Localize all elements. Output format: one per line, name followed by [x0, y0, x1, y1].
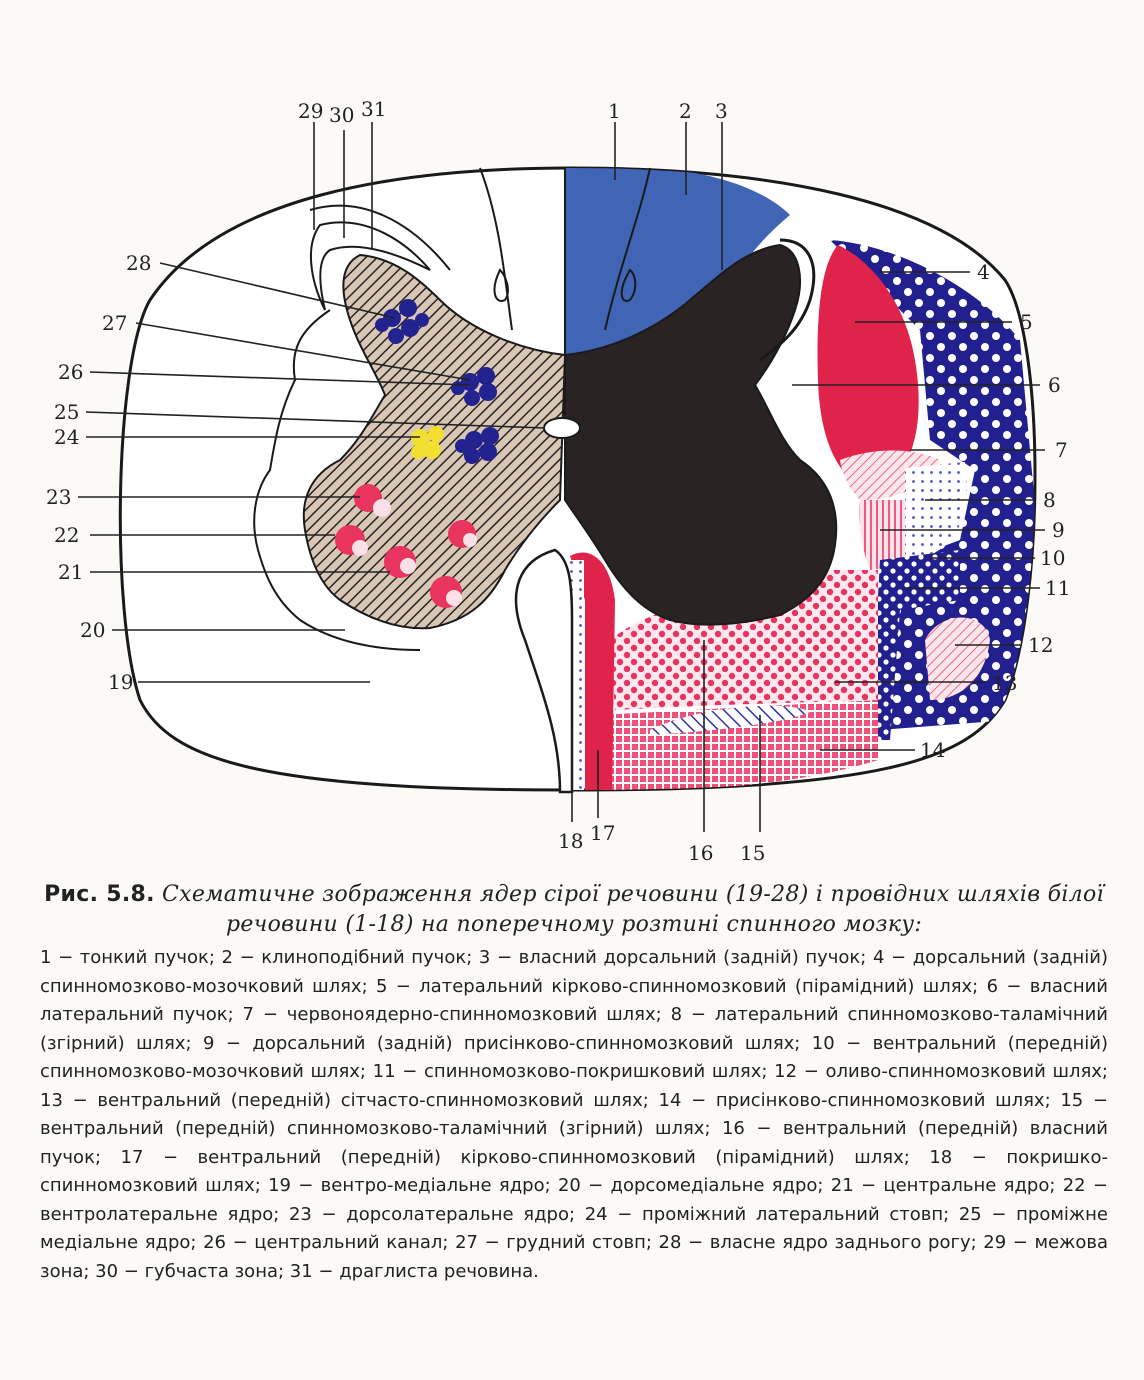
label-2: 2: [679, 99, 692, 123]
dorsomedial-nucleus: [448, 520, 477, 548]
label-25: 25: [54, 400, 79, 424]
intermedio-medial-nucleus: [455, 427, 499, 464]
caption-heading: Рис. 5.8. Схематичне зображення ядер сір…: [40, 880, 1108, 940]
diagram-labels: 1 2 3 4 5 6 7 8 9 10 11 12 13 14 15 16 1…: [46, 97, 1070, 865]
label-5: 5: [1020, 310, 1033, 334]
spinal-cord-diagram: 1 2 3 4 5 6 7 8 9 10 11 12 13 14 15 16 1…: [46, 97, 1070, 865]
label-13: 13: [992, 671, 1017, 695]
label-3: 3: [715, 99, 728, 123]
label-30: 30: [329, 103, 354, 127]
septum-loop-left: [493, 268, 509, 302]
label-31: 31: [361, 97, 386, 121]
anterior-median-fissure: [514, 548, 574, 794]
spongy-zone-arc: [309, 204, 451, 271]
label-22: 22: [54, 523, 79, 547]
spinotectal-deep-blue: [870, 550, 960, 740]
label-8: 8: [1043, 488, 1056, 512]
label-16: 16: [688, 841, 713, 865]
central-canal: [543, 417, 581, 439]
lateral-spinothalamic: [905, 462, 967, 555]
caption-title: Схематичне зображення ядер сірої речовин…: [162, 882, 1104, 937]
caption-legend: 1 − тонкий пучок; 2 − клиноподібний пучо…: [40, 947, 1108, 1282]
nucleus-proprius: [375, 299, 429, 344]
label-18: 18: [558, 829, 583, 853]
posterior-intermediate-septum: [604, 167, 651, 331]
olivospinal: [925, 617, 990, 700]
right-dorsal-horn-rim: [759, 238, 816, 362]
posterior-funiculus-blue: [565, 168, 790, 355]
label-12: 12: [1028, 633, 1053, 657]
label-28: 28: [126, 251, 151, 275]
ventrolateral-nucleus: [335, 525, 368, 556]
central-nucleus: [384, 546, 416, 578]
label-9: 9: [1052, 518, 1065, 542]
label-29: 29: [298, 99, 323, 123]
intermediolateral-column: [411, 426, 444, 459]
label-14: 14: [920, 738, 945, 762]
figure-number: Рис. 5.8.: [44, 882, 155, 907]
label-19: 19: [108, 670, 133, 694]
label-11: 11: [1045, 576, 1070, 600]
label-24: 24: [54, 425, 79, 449]
label-4: 4: [977, 260, 990, 284]
leader-lines: [78, 122, 1045, 832]
rubrospinal-mesh: [840, 450, 940, 500]
lateral-corticospinal-red: [817, 245, 919, 490]
left-lateral-boundary: [253, 309, 421, 651]
dorsal-vestibulospinal: [859, 500, 905, 570]
label-23: 23: [46, 485, 71, 509]
label-7: 7: [1055, 438, 1068, 462]
ventromedial-nucleus: [430, 576, 462, 608]
ventral-reticulospinal: [610, 570, 878, 710]
label-10: 10: [1040, 546, 1065, 570]
posterior-white-commissure-left: [479, 167, 513, 331]
label-6: 6: [1048, 373, 1061, 397]
ventral-corticospinal-red: [570, 552, 615, 790]
septum-loop-right: [620, 268, 637, 302]
label-26: 26: [58, 360, 83, 384]
label-1: 1: [608, 99, 621, 123]
label-17: 17: [590, 821, 615, 845]
figure-caption: Рис. 5.8. Схематичне зображення ядер сір…: [40, 880, 1108, 1286]
label-20: 20: [80, 618, 105, 642]
ventral-spinothalamic-hatch: [650, 705, 810, 735]
dorsolateral-nucleus: [354, 484, 391, 517]
label-27: 27: [102, 311, 127, 335]
substantia-gelatinosa-arc: [309, 221, 431, 311]
label-21: 21: [58, 560, 83, 584]
gray-matter-right: [564, 243, 838, 626]
label-15: 15: [740, 841, 765, 865]
